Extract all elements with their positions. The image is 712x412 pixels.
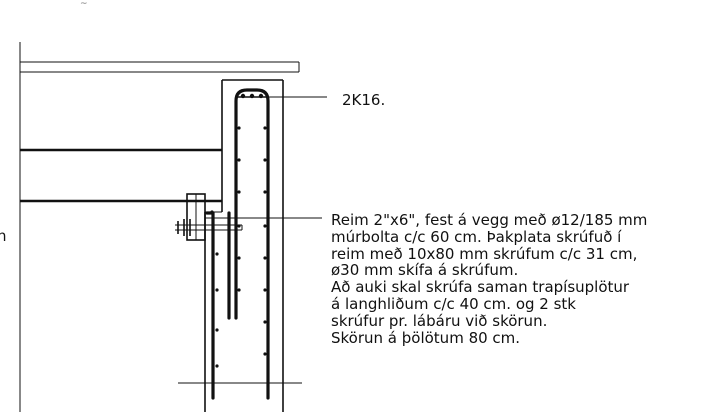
rebar-dot-r5 (263, 256, 267, 260)
rebar-dot-r6 (263, 288, 267, 292)
note-line-6: á langhliðum c/c 40 cm. og 2 stk (331, 294, 576, 313)
rebar-dot-top-3 (258, 93, 264, 99)
note-line-3: reim með 10x80 mm skrúfum c/c 31 cm, (331, 244, 638, 263)
rebar-dot-i2 (215, 288, 219, 292)
rebar-dot-top-1 (240, 93, 246, 99)
rebar-stirrup (234, 88, 270, 400)
rebar-dot-l1 (237, 126, 241, 130)
rebar-dot-l2 (237, 158, 241, 162)
rebar-dot-i4 (215, 364, 219, 368)
rebar-inner-hook (205, 210, 214, 215)
rebar-dot-r2 (263, 158, 267, 162)
note-line-7: skrúfur pr. lábáru við skörun. (331, 311, 548, 330)
rebar-dot-r8 (263, 352, 267, 356)
rebar-dot-r1 (263, 126, 267, 130)
rebar-dot-i3 (215, 328, 219, 332)
rebar-dot-l5 (237, 256, 241, 260)
note-line-4: ø30 mm skífa á skrúfum. (331, 261, 519, 280)
rebar-callout-label: 2K16. (342, 91, 386, 109)
rebar-dot-top-2 (249, 93, 255, 99)
rebar-dots (215, 93, 267, 368)
rebar-dot-i1 (215, 252, 219, 256)
rebar-dot-r4 (263, 224, 267, 228)
rebar-dot-l3 (237, 190, 241, 194)
rebar-dot-r3 (263, 190, 267, 194)
top-fragment-mark: ~ (80, 0, 88, 9)
rebar-dot-r7 (263, 320, 267, 324)
note-line-8: Skörun á þölötum 80 cm. (331, 328, 521, 347)
note-line-1: Reim 2"x6", fest á vegg með ø12/185 mm (331, 211, 648, 229)
rebar-dot-l6 (237, 288, 241, 292)
note-line-5: Að auki skal skrúfa saman trapísuplötur (331, 278, 630, 297)
rebar-dot-l4 (237, 224, 241, 228)
note-line-2: múrbolta c/c 60 cm. Þakplata skrúfuð í (331, 227, 622, 246)
left-edge-text-fragment: n (0, 227, 7, 245)
construction-note: Reim 2"x6", fest á vegg með ø12/185 mm m… (331, 212, 647, 346)
